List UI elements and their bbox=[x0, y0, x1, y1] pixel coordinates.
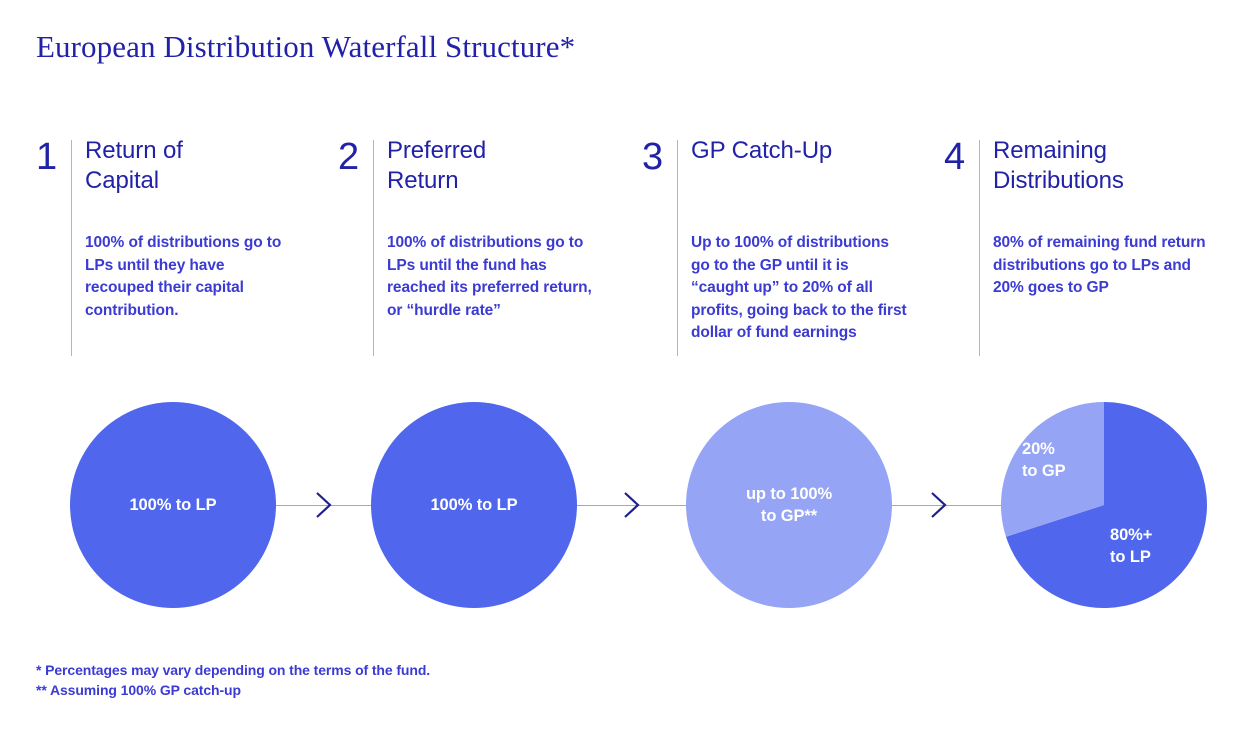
flow-node-label: 100% to LP bbox=[129, 496, 217, 514]
page-title: European Distribution Waterfall Structur… bbox=[36, 29, 576, 64]
flow-node-2: 100% to LP bbox=[371, 402, 577, 608]
step-title-wrap: Preferred Return bbox=[387, 136, 592, 196]
flow-diagram: 100% to LP 100% to LP up to 100% to GP**… bbox=[0, 402, 1256, 614]
chevron-right-icon bbox=[316, 492, 332, 518]
step-number: 2 bbox=[338, 136, 360, 178]
step-title: Return of Capital bbox=[85, 137, 183, 194]
step-column-3: 3 GP Catch-Up Up to 100% of distribution… bbox=[642, 136, 912, 361]
step-description: Up to 100% of distributions go to the GP… bbox=[691, 234, 907, 341]
step-number: 3 bbox=[642, 136, 664, 178]
step-description: 100% of distributions go to LPs until th… bbox=[387, 234, 592, 319]
step-title: Remaining Distributions bbox=[993, 137, 1124, 194]
step-column-4: 4 Remaining Distributions 80% of remaini… bbox=[944, 136, 1224, 361]
flow-node-label: 100% to LP bbox=[430, 496, 518, 514]
pie-slice-lp bbox=[1006, 402, 1207, 608]
flow-node-1: 100% to LP bbox=[70, 402, 276, 608]
step-divider bbox=[373, 140, 374, 356]
pie-slice-gp bbox=[1000, 402, 1104, 537]
footnote-1: * Percentages may vary depending on the … bbox=[36, 662, 431, 678]
flow-node-label: up to 100% to GP** bbox=[745, 485, 833, 525]
flow-connector-1 bbox=[276, 505, 371, 506]
footnote-2: ** Assuming 100% GP catch-up bbox=[36, 682, 241, 698]
steps-row: 1 Return of Capital 100% of distribution… bbox=[0, 136, 1256, 361]
flow-connector-3 bbox=[892, 505, 1001, 506]
step-title-wrap: GP Catch-Up bbox=[691, 136, 896, 166]
flow-node-3: up to 100% to GP** bbox=[686, 402, 892, 608]
step-divider bbox=[979, 140, 980, 356]
step-title: Preferred Return bbox=[387, 137, 487, 194]
step-title: GP Catch-Up bbox=[691, 137, 833, 164]
step-title-wrap: Return of Capital bbox=[85, 136, 290, 196]
step-description: 100% of distributions go to LPs until th… bbox=[85, 234, 282, 319]
step-title-wrap: Remaining Distributions bbox=[993, 136, 1207, 196]
flow-connector-2 bbox=[577, 505, 686, 506]
step-number: 1 bbox=[36, 136, 58, 178]
step-column-2: 2 Preferred Return 100% of distributions… bbox=[338, 136, 608, 361]
flow-node-4-pie-chart: 20% to GP 80%+ to LP bbox=[1000, 402, 1207, 608]
step-column-1: 1 Return of Capital 100% of distribution… bbox=[36, 136, 306, 361]
step-description: 80% of remaining fund return distributio… bbox=[993, 234, 1206, 296]
pie-chart-svg bbox=[1000, 402, 1207, 608]
chevron-right-icon bbox=[931, 492, 947, 518]
footnotes: * Percentages may vary depending on the … bbox=[36, 660, 430, 700]
step-number: 4 bbox=[944, 136, 966, 178]
pie-label-gp: 20% to GP bbox=[1022, 440, 1066, 480]
step-divider bbox=[677, 140, 678, 356]
chevron-right-icon bbox=[624, 492, 640, 518]
step-divider bbox=[71, 140, 72, 356]
pie-label-lp: 80%+ to LP bbox=[1110, 526, 1153, 566]
